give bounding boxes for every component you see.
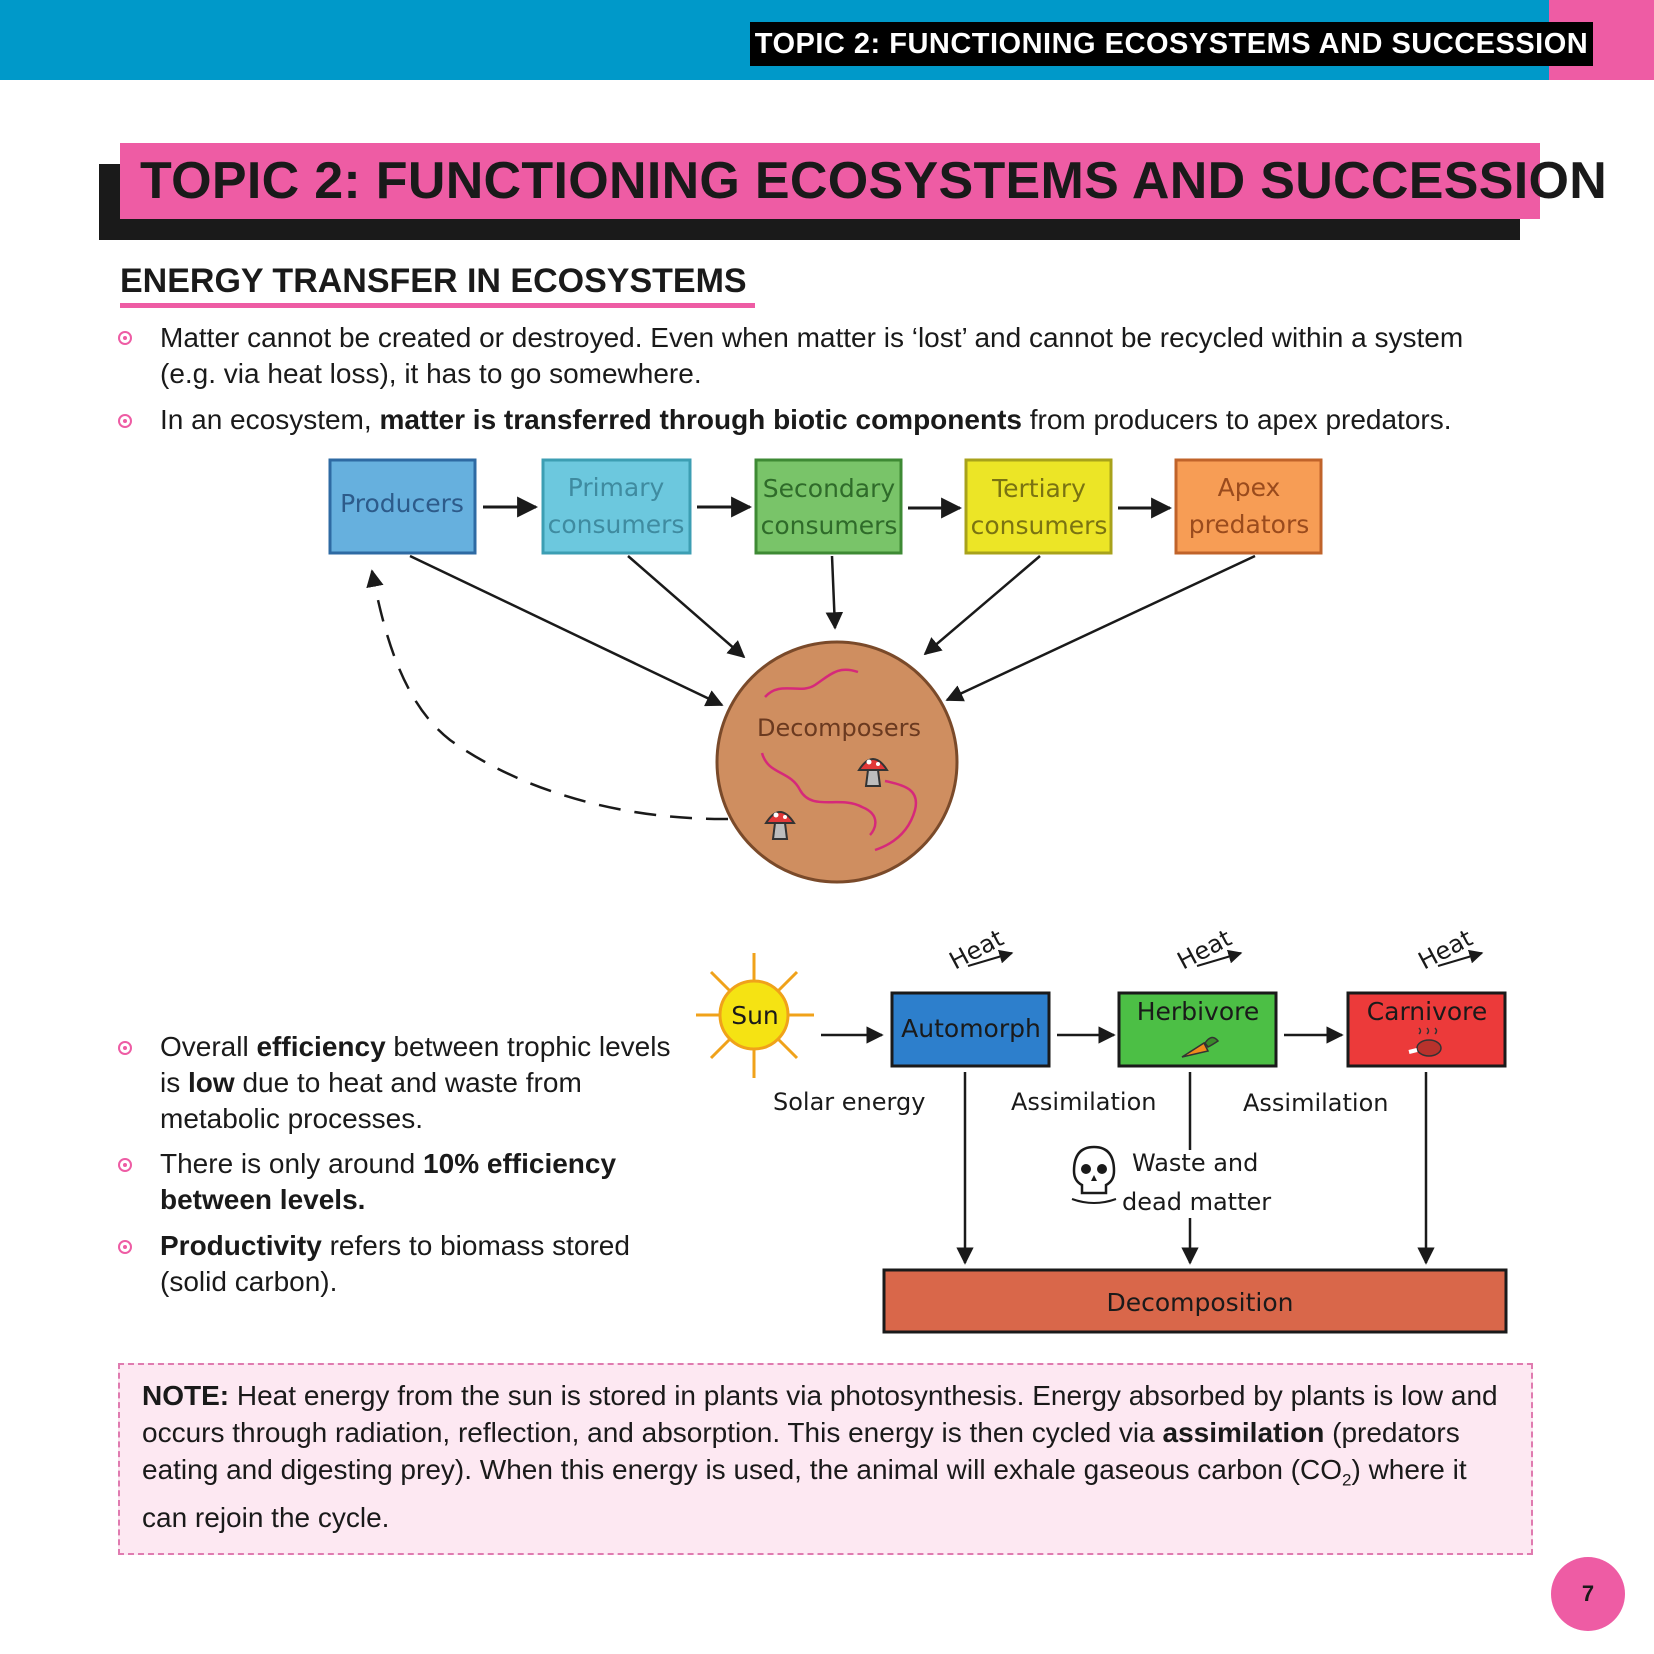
heat-label: Heat: [1173, 924, 1236, 975]
apex-predators-label-2: predators: [1189, 510, 1310, 539]
sun-label: Sun: [731, 1001, 779, 1030]
bullet-text-productivity: Productivity refers to biomass stored (s…: [160, 1228, 660, 1300]
automorph-box: [890, 991, 1051, 1068]
secondary-consumers-label-2: consumers: [761, 511, 898, 540]
tertiary-consumers-label-2: consumers: [971, 511, 1108, 540]
bullet-icon: [118, 331, 132, 345]
page-title: TOPIC 2: FUNCTIONING ECOSYSTEMS AND SUCC…: [120, 143, 1607, 219]
secondary-consumers-label-1: Secondary: [763, 474, 896, 503]
arrow-tertiary-decomposers: [923, 555, 1041, 656]
arrow-primary-decomposers: [627, 555, 746, 659]
carrot-icon: [1181, 1036, 1220, 1058]
secondary-consumers-box: [754, 458, 903, 555]
bullet-text-part: between trophic levels is: [160, 1031, 671, 1098]
decomposition-label: Decomposition: [1106, 1288, 1293, 1317]
automorph-label: Automorph: [901, 1014, 1041, 1043]
worm-icon: [874, 779, 918, 852]
worm-icon: [764, 668, 859, 698]
note-label: NOTE:: [142, 1380, 230, 1411]
bullet-text-bold: efficiency: [256, 1031, 386, 1062]
decomposition-box: [882, 1268, 1508, 1334]
waste-label-1: Waste and: [1132, 1149, 1258, 1177]
arrow-apex-decomposers: [945, 554, 1256, 702]
bullet-text-ten-percent: There is only around 10% efficiency betw…: [160, 1146, 660, 1218]
decomposers-label: Decomposers: [757, 714, 921, 742]
herbivore-box: [1117, 991, 1278, 1068]
apex-predators-label-1: Apex: [1218, 473, 1281, 502]
header-topic-tab: TOPIC 2: FUNCTIONING ECOSYSTEMS AND SUCC…: [750, 22, 1593, 66]
heat-arrow: [1196, 949, 1243, 967]
bullet-text-bold: low: [188, 1067, 235, 1098]
bullet-text-bold: 10% efficiency between levels.: [160, 1148, 617, 1215]
mushroom-icon: [857, 758, 889, 787]
carnivore-label: Carnivore: [1367, 997, 1488, 1026]
skull-icon: [1071, 1145, 1117, 1204]
primary-consumers-label-1: Primary: [568, 473, 665, 502]
meat-icon: [1408, 1027, 1442, 1057]
arrow-producers-decomposers: [409, 554, 724, 707]
heat-arrow: [967, 949, 1014, 967]
page-number: 7: [1551, 1557, 1625, 1631]
note-text: ) where it can rejoin the cycle.: [142, 1454, 1467, 1533]
note-subscript: 2: [1342, 1470, 1352, 1490]
bullet-icon: [118, 414, 132, 428]
bullet-text-part: due to heat and waste from metabolic pro…: [160, 1067, 582, 1134]
waste-label-2: dead matter: [1122, 1188, 1271, 1216]
bullet-icon: [118, 1041, 132, 1055]
bullet-text-part: There is only around: [160, 1148, 424, 1179]
mushroom-icon: [764, 811, 796, 840]
note-text: Heat energy from the sun is stored in pl…: [142, 1380, 1498, 1448]
primary-consumers-label-2: consumers: [548, 510, 685, 539]
section-heading: ENERGY TRANSFER IN ECOSYSTEMS: [120, 262, 755, 308]
bullet-text-part: refers to biomass stored (solid carbon).: [160, 1230, 630, 1297]
producers-box: [328, 458, 477, 555]
note-text: (predators eating and digesting prey). W…: [142, 1417, 1460, 1485]
assimilation-label: Assimilation: [1011, 1088, 1157, 1116]
primary-consumers-box: [541, 458, 692, 555]
worm-icon: [760, 752, 877, 836]
bullet-text-transfer: In an ecosystem, matter is transferred t…: [160, 402, 1580, 438]
bullet-text-matter: Matter cannot be created or destroyed. E…: [160, 322, 1464, 389]
bullet-text-part: from producers to apex predators.: [1021, 404, 1452, 435]
herbivore-label: Herbivore: [1137, 997, 1259, 1026]
assimilation-label: Assimilation: [1243, 1089, 1389, 1117]
recycle-dashed-arrow: [366, 569, 729, 821]
bullet-text-efficiency: Overall efficiency between trophic level…: [160, 1029, 680, 1137]
heat-label: Heat: [1414, 924, 1477, 975]
solar-energy-label: Solar energy: [773, 1088, 925, 1116]
bullet-text-bold: matter is transferred through biotic com…: [379, 404, 1022, 435]
bullet-text-part: In an ecosystem,: [160, 404, 380, 435]
sun-circle: [718, 979, 790, 1051]
bullet-text-bold: Productivity: [160, 1230, 322, 1261]
note-box: NOTE: Heat energy from the sun is stored…: [118, 1363, 1533, 1555]
heat-arrow: [1437, 949, 1484, 967]
tertiary-consumers-box: [964, 458, 1113, 555]
bullet-icon: [118, 1240, 132, 1254]
tertiary-consumers-label-1: Tertiary: [991, 474, 1086, 503]
note-bold: assimilation: [1162, 1417, 1325, 1448]
bullet-text-part: Overall: [160, 1031, 257, 1062]
arrow-secondary-decomposers: [825, 555, 844, 630]
producers-label: Producers: [340, 489, 464, 518]
bullet-icon: [118, 1158, 132, 1172]
apex-predators-box: [1174, 458, 1323, 555]
heat-label: Heat: [945, 924, 1008, 975]
